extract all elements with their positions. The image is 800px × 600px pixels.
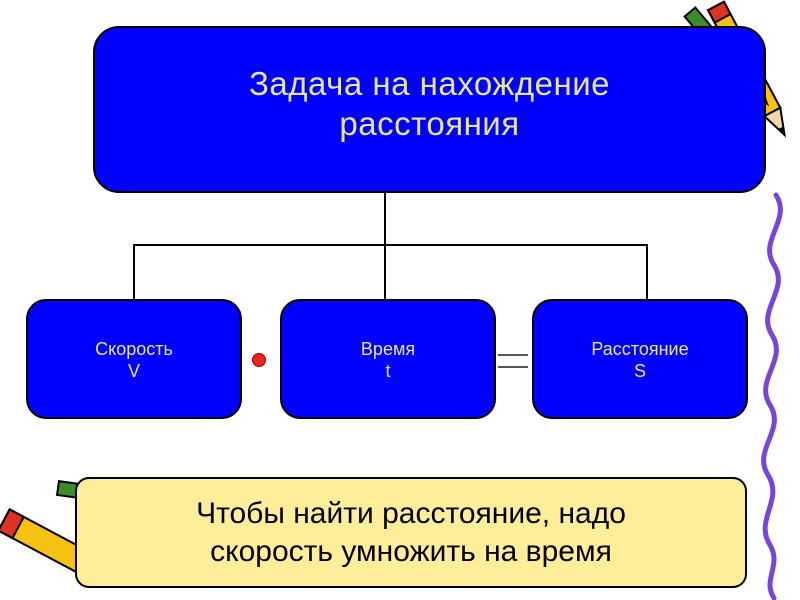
node-speed-symbol: V <box>127 361 140 381</box>
node-time-symbol: t <box>385 361 391 381</box>
connector-trunk <box>384 193 386 245</box>
equals-bar-top <box>498 354 528 356</box>
node-distance-symbol: S <box>633 361 646 381</box>
title-box: Задача на нахождение расстояния <box>93 26 766 193</box>
node-time: Время t <box>280 299 496 419</box>
connector-right <box>646 244 648 299</box>
title-line-1: Задача на нахождение <box>248 64 610 102</box>
rule-box: Чтобы найти расстояние, надо скорость ум… <box>75 477 747 588</box>
node-distance: Расстояние S <box>532 299 748 419</box>
squiggle-line-icon <box>761 192 783 600</box>
equals-bar-bottom <box>498 366 528 368</box>
node-speed: Скорость V <box>26 299 242 419</box>
rule-line-2: скорость умножить на время <box>210 534 612 568</box>
node-time-label: Время <box>360 339 416 359</box>
connector-left <box>133 244 135 299</box>
node-distance-label: Расстояние <box>591 339 689 359</box>
node-speed-label: Скорость <box>95 339 173 359</box>
rule-line-1: Чтобы найти расстояние, надо <box>196 496 626 530</box>
connector-middle <box>384 244 386 299</box>
multiply-dot <box>252 353 266 367</box>
connector-bar <box>133 244 648 246</box>
title-line-2: расстояния <box>339 104 520 142</box>
